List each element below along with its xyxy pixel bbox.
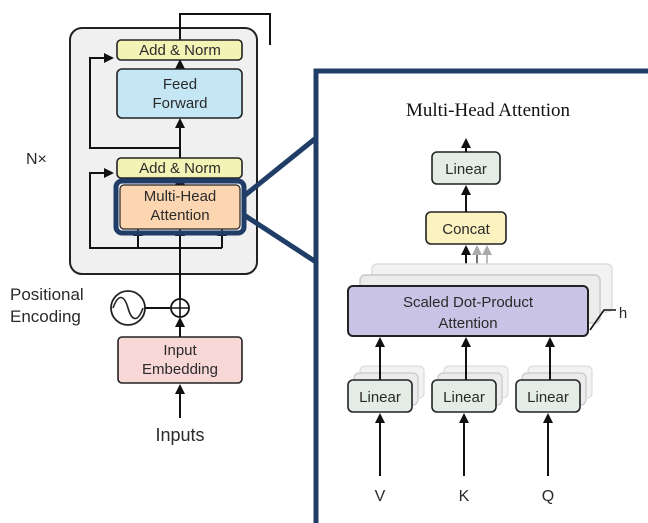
- add-norm-bottom-label: Add & Norm: [139, 160, 221, 177]
- multi-head-attention-label-line2: Attention: [150, 207, 209, 224]
- encoder-output-line: [179, 13, 271, 45]
- feed-forward-box: [116, 68, 243, 119]
- concat-label: Concat: [442, 221, 490, 238]
- linear-q-box: [515, 379, 581, 413]
- linear-k-box: [431, 379, 497, 413]
- add-norm-top-label: Add & Norm: [139, 42, 221, 59]
- scaled-attention-label-line1: Scaled Dot-Product: [403, 294, 534, 311]
- residual-connection-top: [89, 53, 180, 149]
- multi-head-attention-highlight: [113, 178, 247, 236]
- zoom-connector-bottom: [242, 212, 318, 265]
- heads-indicator-line: [589, 309, 616, 331]
- attention-input-split: [137, 234, 223, 284]
- repeat-count-label: N×: [26, 151, 47, 168]
- sum-icon-cross: [171, 299, 189, 317]
- multi-head-attention-zoom: Multi-Head Attention Linear Concat Scale…: [313, 68, 648, 523]
- zoom-panel-frame: [313, 68, 648, 523]
- scaled-attention-label-line2: Attention: [438, 315, 497, 332]
- sine-wave-curve: [112, 296, 144, 320]
- add-norm-bottom-box: [116, 157, 243, 179]
- positional-encoding-label-line1: Positional: [10, 285, 84, 304]
- feed-forward-label-line2: Forward: [152, 95, 207, 112]
- feed-forward-label-line1: Feed: [163, 76, 197, 93]
- inputs-label: Inputs: [155, 425, 204, 445]
- linear-v-box: [347, 379, 413, 413]
- zoom-connector-top: [242, 136, 318, 198]
- input-embedding-label-line2: Embedding: [142, 361, 218, 378]
- encoder-layer-block: [69, 27, 258, 275]
- multi-head-attention-label-line1: Multi-Head: [144, 188, 217, 205]
- heads-count-label: h: [619, 305, 627, 322]
- zoom-title: Multi-Head Attention: [406, 100, 571, 121]
- input-k-label: K: [459, 488, 470, 505]
- positional-encoding-label-line2: Encoding: [10, 307, 81, 326]
- linear-q-label: Linear: [527, 389, 569, 406]
- residual-connection-bottom: [89, 168, 180, 249]
- input-q-label: Q: [542, 488, 554, 505]
- input-v-label: V: [375, 488, 386, 505]
- linear-v-label: Linear: [359, 389, 401, 406]
- multi-head-attention-box: [119, 184, 241, 230]
- input-embedding-label-line1: Input: [163, 342, 197, 359]
- scaled-dot-product-attention-box: [347, 285, 589, 337]
- add-norm-top-box: [116, 39, 243, 61]
- linear-top-label: Linear: [445, 161, 487, 178]
- linear-k-label: Linear: [443, 389, 485, 406]
- encoder-diagram: Add & Norm Feed Forward Add & Norm Multi…: [10, 13, 271, 445]
